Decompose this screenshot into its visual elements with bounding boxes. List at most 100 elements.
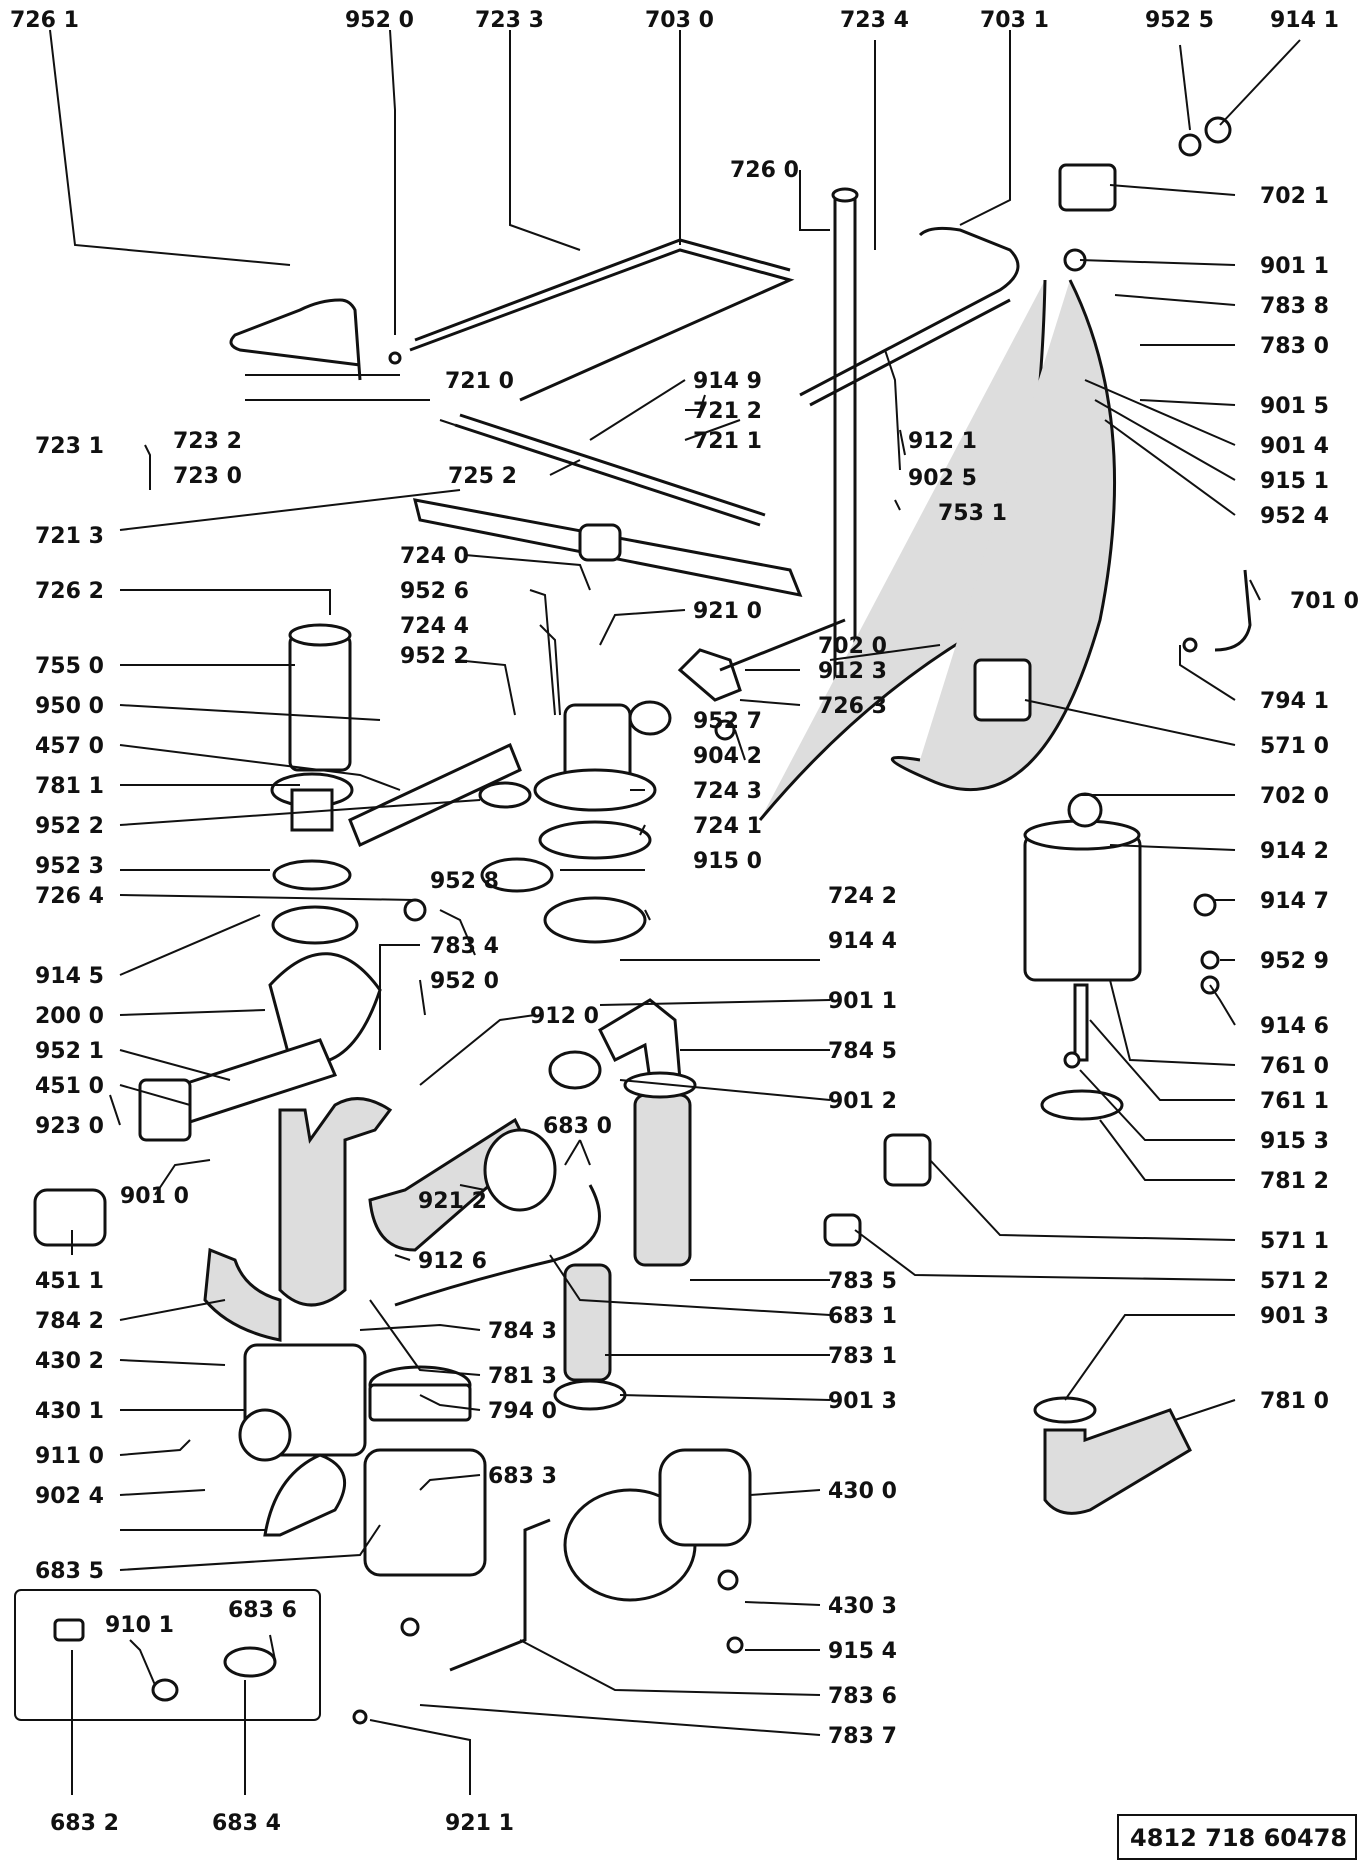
- label-5711: 571 1: [1260, 1229, 1329, 1254]
- clamp-9013: [553, 1379, 627, 1411]
- filter-7610: [1023, 833, 1142, 982]
- rail-7031: [799, 226, 1020, 397]
- hose-7843: [278, 1097, 393, 1307]
- label-7830: 783 0: [1260, 334, 1329, 359]
- label-7020-b: 702 0: [1260, 784, 1329, 809]
- label-9210: 921 0: [693, 599, 762, 624]
- label-7835: 783 5: [828, 1269, 897, 1294]
- label-7262: 726 2: [35, 579, 104, 604]
- label-9013-center: 901 3: [828, 1389, 897, 1414]
- label-4510: 451 0: [35, 1074, 104, 1099]
- label-9523: 952 3: [35, 854, 104, 879]
- label-7030: 703 0: [645, 8, 714, 33]
- hose-7835: [633, 1093, 692, 1267]
- nut-9042: [714, 719, 736, 741]
- label-9146: 914 6: [1260, 1014, 1329, 1039]
- filter-7831: [563, 1263, 612, 1382]
- label-4300: 430 0: [828, 1479, 897, 1504]
- gasket-9523: [272, 859, 352, 891]
- label-9010: 901 0: [120, 1184, 189, 1209]
- label-7212: 721 2: [693, 399, 762, 424]
- label-7811: 781 1: [35, 774, 104, 799]
- label-4301: 430 1: [35, 1399, 104, 1424]
- label-7010: 701 0: [1290, 589, 1359, 614]
- label-7230: 723 0: [173, 464, 242, 489]
- label-6832: 683 2: [50, 1811, 119, 1836]
- label-9151: 915 1: [1260, 469, 1329, 494]
- label-7021: 702 1: [1260, 184, 1329, 209]
- label-9154: 915 4: [828, 1639, 897, 1664]
- label-9150: 915 0: [693, 849, 762, 874]
- label-7831: 783 1: [828, 1344, 897, 1369]
- label-7213: 721 3: [35, 524, 104, 549]
- spray-frame-7030: [409, 248, 795, 402]
- label-9101: 910 1: [105, 1613, 174, 1638]
- label-9014: 901 4: [1260, 434, 1329, 459]
- label-7020-a: 702 0: [818, 634, 887, 659]
- label-9212: 921 2: [418, 1189, 487, 1214]
- label-9024: 902 4: [35, 1484, 104, 1509]
- label-9230: 923 0: [35, 1114, 104, 1139]
- label-7845: 784 5: [828, 1039, 897, 1064]
- jar-6835: [363, 1448, 487, 1577]
- label-9141: 914 1: [1270, 8, 1339, 33]
- washer-9142: [1067, 792, 1103, 828]
- label-9123: 912 3: [818, 659, 887, 684]
- parts-illustration: [14, 116, 1252, 1725]
- label-9147: 914 7: [1260, 889, 1329, 914]
- callout-labels: 726 1 952 0 723 3 703 0 723 4 703 1 952 …: [10, 8, 1359, 1836]
- valve-5711: [883, 1133, 932, 1187]
- label-4302: 430 2: [35, 1349, 104, 1374]
- label-7231: 723 1: [35, 434, 104, 459]
- reference-number: 4812 718 60478: [1130, 1824, 1347, 1852]
- cap-4511: [33, 1188, 107, 1247]
- nut-7264: [271, 905, 359, 945]
- label-7843: 784 3: [488, 1319, 557, 1344]
- elbow-7845: [598, 998, 682, 1082]
- label-7234: 723 4: [840, 8, 909, 33]
- label-7940: 794 0: [488, 1399, 557, 1424]
- cable-6831: [394, 1184, 601, 1307]
- label-7838: 783 8: [1260, 294, 1329, 319]
- label-7210: 721 0: [445, 369, 514, 394]
- label-7261: 726 1: [10, 8, 79, 33]
- pump-6830: [483, 1128, 557, 1212]
- label-9527: 952 7: [693, 709, 762, 734]
- label-7244: 724 4: [400, 614, 469, 639]
- part-6832: [53, 1618, 85, 1642]
- label-9145: 914 5: [35, 964, 104, 989]
- label-9520-b: 952 0: [430, 969, 499, 994]
- label-7243: 724 3: [693, 779, 762, 804]
- label-7232: 723 2: [173, 429, 242, 454]
- label-7233: 723 3: [475, 8, 544, 33]
- label-6833: 683 3: [488, 1464, 557, 1489]
- label-7550: 755 0: [35, 654, 104, 679]
- label-2000: 200 0: [35, 1004, 104, 1029]
- bracket-9024: [263, 1453, 346, 1537]
- label-9525: 952 5: [1145, 8, 1214, 33]
- label-9500: 950 0: [35, 694, 104, 719]
- valve-7021: [1058, 163, 1117, 212]
- arm-7210: [454, 423, 761, 527]
- label-7837: 783 7: [828, 1724, 897, 1749]
- label-9025: 902 5: [908, 466, 977, 491]
- label-7211: 721 1: [693, 429, 762, 454]
- label-9144: 914 4: [828, 929, 897, 954]
- label-9121: 912 1: [908, 429, 977, 454]
- label-7834: 783 4: [430, 934, 499, 959]
- label-7813: 781 3: [488, 1364, 557, 1389]
- label-6831: 683 1: [828, 1304, 897, 1329]
- hose-7842: [203, 1247, 282, 1342]
- bolt-9147: [1193, 893, 1217, 917]
- label-9149: 914 9: [693, 369, 762, 394]
- ring-9522: [478, 781, 532, 809]
- clamp-9012: [548, 1050, 602, 1090]
- washer-9529: [1200, 950, 1220, 970]
- label-7241: 724 1: [693, 814, 762, 839]
- label-9015: 901 5: [1260, 394, 1329, 419]
- part-9101: [151, 1678, 179, 1702]
- label-9211: 921 1: [445, 1811, 514, 1836]
- label-9520: 952 0: [345, 8, 414, 33]
- label-9522-a: 952 2: [400, 644, 469, 669]
